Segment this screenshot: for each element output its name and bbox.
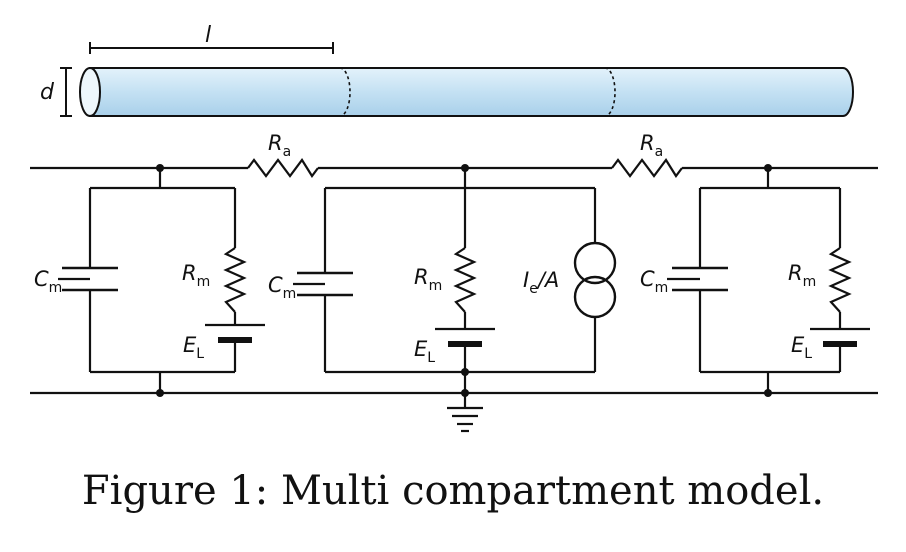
membrane-resistor-2 — [453, 247, 477, 313]
current-source — [573, 241, 617, 319]
axial-resistor-2-sub: a — [655, 144, 664, 160]
length-label: l — [205, 23, 211, 48]
resistor-2-label: R — [414, 265, 429, 289]
battery-1-sub: L — [196, 346, 204, 362]
resistor-3-label: R — [788, 261, 803, 285]
svg-text:Ra: Ra — [268, 131, 291, 160]
svg-text:Cm: Cm — [34, 267, 62, 296]
ground-symbol — [447, 406, 483, 433]
membrane-capacitor-3 — [672, 266, 728, 292]
compartment-1: Cm Rm EL — [34, 164, 265, 397]
leak-battery-1 — [205, 323, 265, 343]
figure-caption: Figure 1: Multi compartment model. — [81, 468, 825, 514]
capacitor-3-label: C — [640, 267, 655, 291]
axial-resistor-1-label: R — [268, 131, 283, 155]
axial-resistor-1-sub: a — [283, 144, 292, 160]
diameter-label: d — [40, 80, 55, 105]
capacitor-1-label: C — [34, 267, 49, 291]
resistor-2-sub: m — [429, 278, 443, 294]
diameter-dimension — [60, 67, 72, 117]
battery-1-label: E — [183, 333, 197, 357]
capacitor-2-label: C — [268, 273, 283, 297]
length-dimension — [89, 42, 334, 54]
compartment-boundary-1 — [339, 67, 351, 117]
svg-text:Ie/A: Ie/A — [523, 268, 559, 297]
battery-3-label: E — [791, 333, 805, 357]
compartment-2: Cm Rm EL Ie/A — [268, 164, 617, 433]
svg-text:EL: EL — [791, 333, 812, 362]
cable-cylinder — [79, 67, 854, 117]
compartment-boundary-2 — [604, 67, 616, 117]
leak-battery-2 — [435, 327, 495, 347]
capacitor-1-sub: m — [49, 280, 63, 296]
svg-text:EL: EL — [414, 337, 435, 366]
svg-text:Cm: Cm — [268, 273, 296, 302]
svg-text:Ra: Ra — [640, 131, 663, 160]
axial-resistor-1: Ra — [247, 131, 319, 178]
axial-resistor-2-label: R — [640, 131, 655, 155]
current-source-suffix: /A — [536, 268, 559, 292]
battery-2-sub: L — [427, 350, 435, 366]
current-source-sub: e — [529, 281, 538, 297]
axial-resistor-2: Ra — [611, 131, 683, 178]
compartment-3: Cm Rm EL — [640, 164, 870, 397]
svg-text:Rm: Rm — [788, 261, 816, 290]
resistor-1-label: R — [182, 261, 197, 285]
svg-text:Rm: Rm — [414, 265, 442, 294]
resistor-1-sub: m — [197, 274, 211, 290]
capacitor-2-sub: m — [283, 286, 297, 302]
svg-text:Rm: Rm — [182, 261, 210, 290]
membrane-capacitor-2 — [297, 271, 353, 297]
membrane-resistor-1 — [223, 247, 247, 313]
current-source-label: I — [523, 268, 529, 292]
svg-text:EL: EL — [183, 333, 204, 362]
circuit-rails — [30, 166, 878, 395]
leak-battery-3 — [810, 327, 870, 347]
multi-compartment-diagram: l d Ra Ra — [30, 23, 878, 433]
membrane-resistor-3 — [828, 247, 852, 313]
battery-2-label: E — [414, 337, 428, 361]
membrane-capacitor-1 — [62, 266, 118, 292]
resistor-3-sub: m — [803, 274, 817, 290]
svg-text:Cm: Cm — [640, 267, 668, 296]
capacitor-3-sub: m — [655, 280, 669, 296]
battery-3-sub: L — [804, 346, 812, 362]
